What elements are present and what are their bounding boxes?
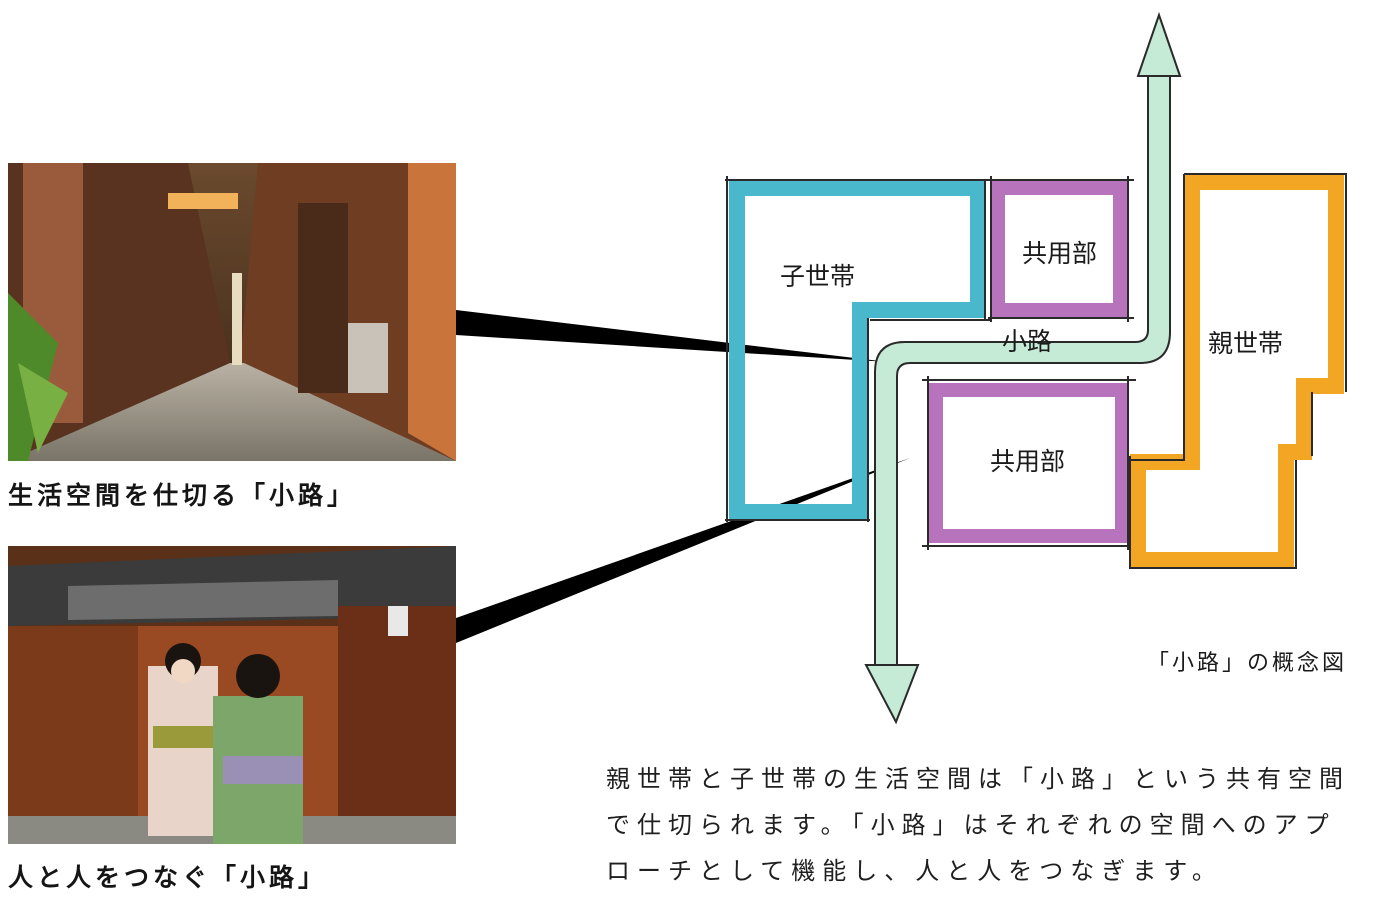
shared-space-top-label: 共用部 xyxy=(1022,239,1097,268)
alley-photo-caption: 生活空間を仕切る「小路」 xyxy=(8,481,357,510)
callout-wedge-bottom xyxy=(456,458,910,643)
shared-space-top-block xyxy=(991,181,1127,317)
shared-space-bottom-label: 共用部 xyxy=(990,447,1065,476)
description-text: 親世帯と子世帯の生活空間は「小路」という共有空間 で仕切られます。「小路」はそれ… xyxy=(606,756,1396,894)
shared-space-bottom-block xyxy=(929,383,1129,543)
parent-household-block xyxy=(1130,174,1344,568)
figure-caption: 「小路」の概念図 xyxy=(1147,651,1348,676)
description-line: で仕切られます。「小路」はそれぞれの空間へのアプ xyxy=(606,811,1336,839)
kimono-photo xyxy=(8,546,456,844)
description-line: ローチとして機能し、人と人をつなぎます。 xyxy=(606,857,1223,885)
alley-arrow-up xyxy=(1136,11,1182,77)
parent-household-label: 親世帯 xyxy=(1208,329,1283,358)
alley-path xyxy=(875,75,1170,670)
child-household-block xyxy=(729,180,986,520)
alley-arrow-down xyxy=(864,664,920,725)
kimono-photo-caption: 人と人をつなぐ「小路」 xyxy=(8,863,328,892)
description-line: 親世帯と子世帯の生活空間は「小路」という共有空間 xyxy=(606,765,1350,793)
alley-label: 小路 xyxy=(1002,327,1052,356)
callout-wedge-top xyxy=(456,310,888,362)
child-household-label: 子世帯 xyxy=(780,262,855,291)
alley-photo xyxy=(8,163,456,461)
